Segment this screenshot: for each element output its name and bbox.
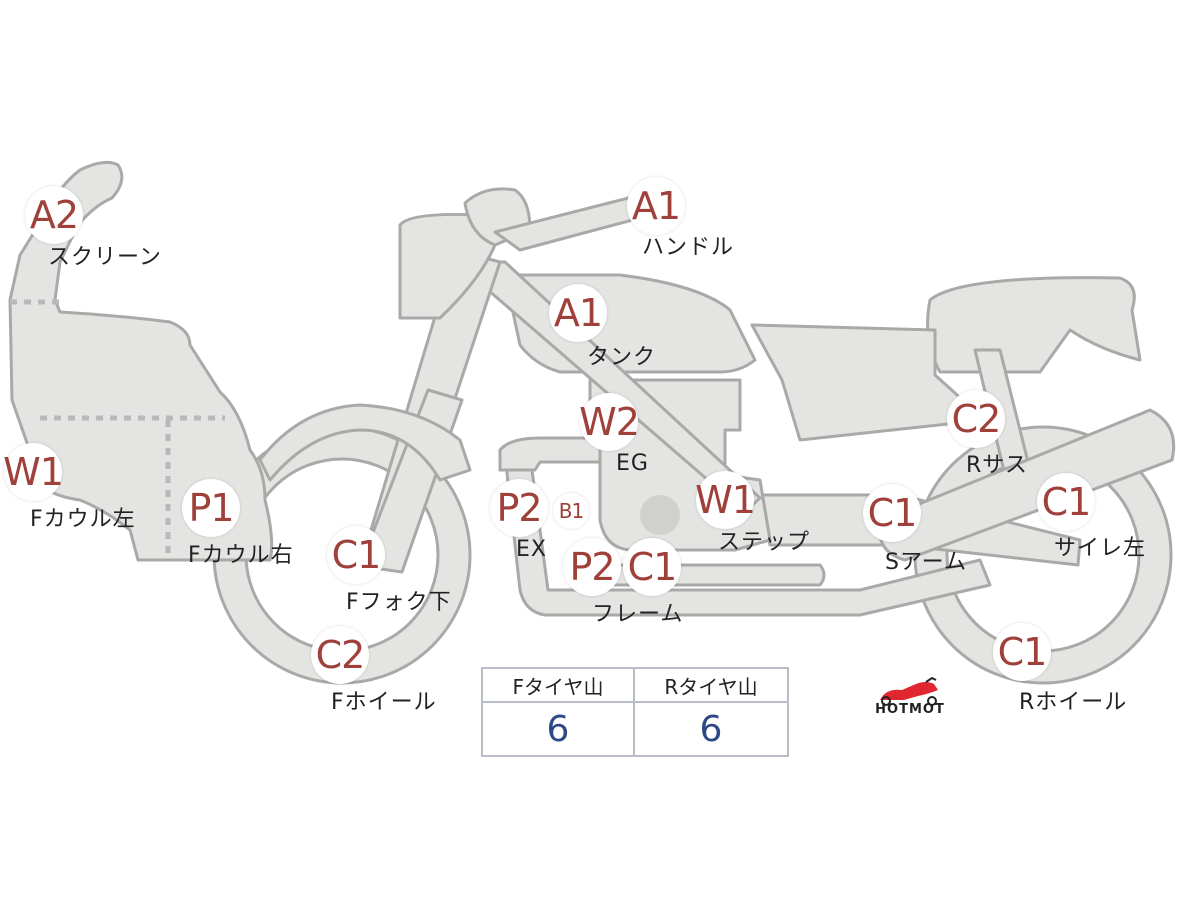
rear-tire-value: 6 bbox=[699, 708, 723, 750]
label-r-wheel: Rホイール bbox=[1019, 690, 1128, 715]
hotmot-logo: HOTMOT bbox=[868, 676, 952, 722]
badge-exhaust: P2 bbox=[490, 479, 548, 537]
label-f-fork-lower: Fフォク下 bbox=[346, 590, 452, 615]
logo-text: HOTMOT bbox=[875, 702, 945, 717]
badge-frame-extra: C1 bbox=[623, 538, 681, 596]
label-engine: EG bbox=[616, 451, 649, 476]
exhaust-pipe-shape bbox=[498, 436, 602, 472]
front-tire-value: 6 bbox=[483, 703, 635, 755]
badge-tank: A1 bbox=[549, 284, 607, 342]
label-frame: フレーム bbox=[592, 602, 684, 627]
badge-swing-arm: C1 bbox=[863, 484, 921, 542]
badge-engine: W2 bbox=[579, 393, 640, 451]
tire-tread-table: Fタイヤ山 Rタイヤ山 6 6 bbox=[481, 667, 789, 757]
badge-f-cowl-right: P1 bbox=[182, 479, 240, 537]
label-tank: タンク bbox=[587, 345, 657, 370]
label-f-cowl-left: Fカウル左 bbox=[30, 507, 136, 532]
badge-frame: P2 bbox=[563, 538, 621, 596]
label-step: ステップ bbox=[718, 530, 811, 555]
badge-screen: A2 bbox=[25, 186, 83, 244]
rear-tire-header: Rタイヤ山 bbox=[635, 669, 787, 703]
seat-shape bbox=[926, 276, 1142, 374]
front-cowl-shape bbox=[8, 160, 274, 562]
badge-handle: A1 bbox=[627, 177, 685, 235]
label-swing-arm: Sアーム bbox=[885, 550, 967, 575]
badge-silencer-left: C1 bbox=[1037, 473, 1095, 531]
label-f-wheel: Fホイール bbox=[331, 690, 437, 715]
badge-f-wheel: C2 bbox=[311, 626, 369, 684]
engine-cover-shape bbox=[640, 495, 680, 535]
label-f-cowl-right: Fカウル右 bbox=[188, 543, 294, 568]
badge-f-cowl-left: W1 bbox=[3, 443, 64, 501]
motorcycle-logo-icon bbox=[880, 676, 938, 706]
front-tire-header: Fタイヤ山 bbox=[483, 669, 635, 703]
badge-f-fork-lower: C1 bbox=[327, 526, 385, 584]
badge-step: W1 bbox=[695, 471, 756, 529]
badge-r-wheel: C1 bbox=[993, 623, 1051, 681]
label-r-suspension: Rサス bbox=[966, 453, 1028, 478]
label-handle: ハンドル bbox=[642, 235, 735, 260]
label-exhaust: EX bbox=[516, 537, 547, 562]
label-silencer-left: サイレ左 bbox=[1054, 536, 1147, 561]
badge-r-suspension: C2 bbox=[947, 390, 1005, 448]
front-fender-shape bbox=[258, 403, 472, 482]
badge-exhaust-extra: B1 bbox=[553, 493, 589, 529]
label-screen: スクリーン bbox=[48, 245, 162, 270]
